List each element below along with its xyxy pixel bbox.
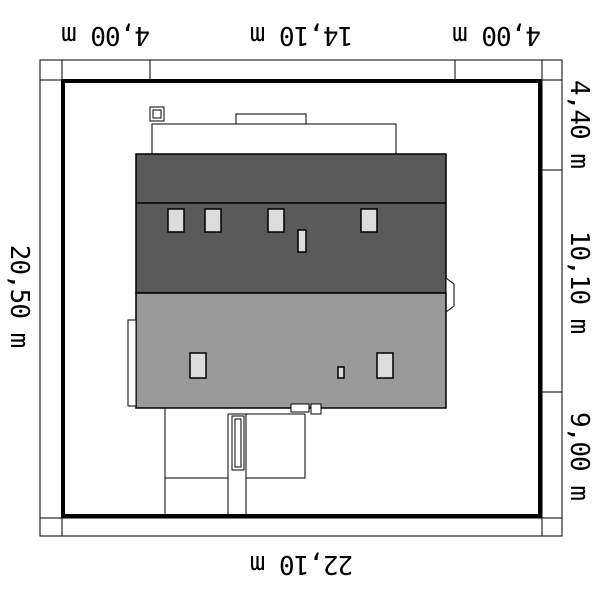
dim-bottom: 22,10 m bbox=[250, 549, 353, 579]
skylights-upper bbox=[167, 208, 378, 253]
dim-left: 20,50 m bbox=[4, 245, 34, 348]
dim-right-bottom: 9,00 m bbox=[564, 412, 594, 500]
skylight bbox=[360, 208, 378, 233]
skylights-lower bbox=[189, 352, 394, 379]
building-outline-top bbox=[149, 106, 397, 155]
dim-right-middle: 10,10 m bbox=[564, 231, 594, 334]
dim-top-center: 14,10 m bbox=[250, 20, 353, 50]
chimney bbox=[297, 229, 307, 253]
dim-top-right: 4,00 m bbox=[453, 20, 541, 50]
skylight bbox=[267, 208, 285, 233]
terrace bbox=[164, 403, 322, 516]
roof-dark bbox=[135, 153, 447, 294]
skylight bbox=[204, 208, 222, 233]
dim-top-left: 4,00 m bbox=[62, 20, 150, 50]
roof-light bbox=[127, 292, 447, 409]
dim-right-top: 4,40 m bbox=[564, 80, 594, 168]
vent bbox=[337, 366, 345, 379]
dimension-labels: 4,00 m 14,10 m 4,00 m 22,10 m 20,50 m 4,… bbox=[4, 20, 594, 579]
skylight bbox=[189, 352, 207, 379]
skylight bbox=[167, 208, 185, 233]
side-bay bbox=[445, 277, 455, 313]
skylight bbox=[376, 352, 394, 379]
plot-boundary bbox=[61, 79, 542, 518]
